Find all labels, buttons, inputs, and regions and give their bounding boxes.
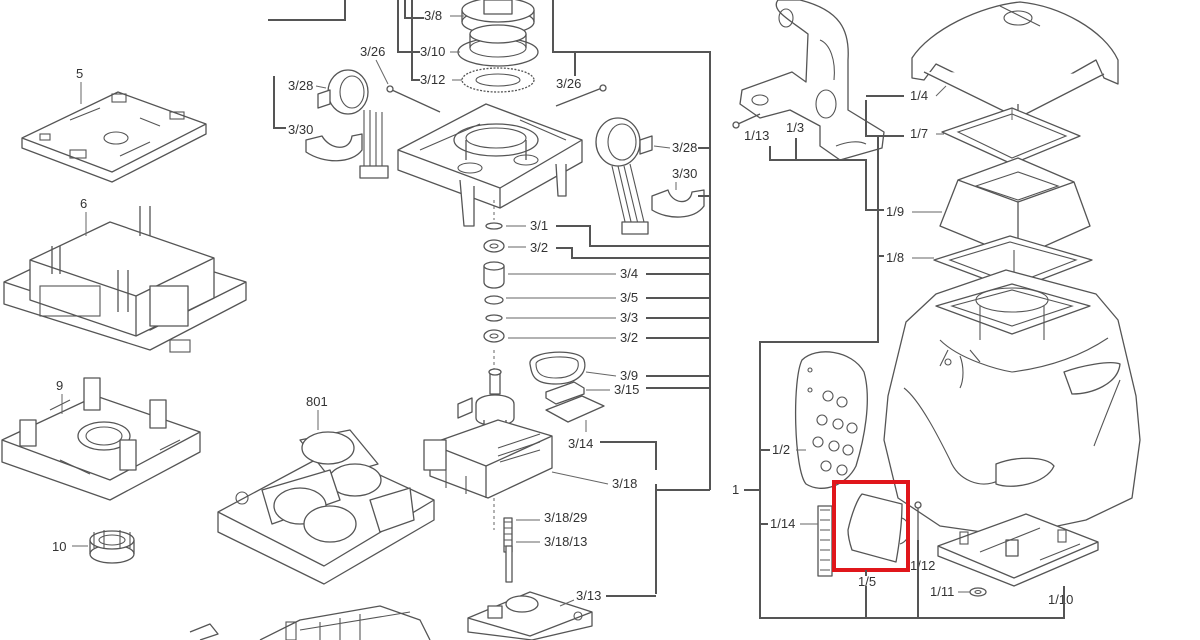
label-5: 5 — [76, 66, 83, 81]
part-801-battery-pack — [217, 429, 435, 585]
highlight-box — [832, 480, 910, 572]
label-1: 1 — [732, 482, 739, 497]
label-1-3: 1/3 — [786, 120, 804, 135]
part-6-base-housing — [3, 206, 247, 353]
part-3-12-gear-ring — [461, 67, 535, 93]
label-1-8: 1/8 — [886, 250, 904, 265]
part-3-10-gear — [457, 24, 539, 67]
part-3-26-pin-right — [555, 84, 607, 107]
part-3-18-13-rod — [505, 545, 513, 583]
part-1-14-ribbon — [817, 505, 833, 577]
part-3-14-plate — [545, 395, 605, 423]
part-1-10-main-pcb — [937, 513, 1099, 587]
part-3-3-ring — [485, 314, 503, 322]
label-3-5: 3/5 — [620, 290, 638, 305]
part-5-circuit-board — [21, 91, 207, 183]
label-1-11: 1/11 — [930, 584, 954, 599]
label-3-3: 3/3 — [620, 310, 638, 325]
label-1-2: 1/2 — [772, 442, 790, 457]
label-3-30-right: 3/30 — [672, 166, 697, 181]
label-3-15: 3/15 — [614, 382, 639, 397]
label-3-2-top: 3/2 — [530, 240, 548, 255]
label-3-28-right: 3/28 — [672, 140, 697, 155]
part-3-2-bushing-bottom — [483, 329, 505, 343]
part-3-15-block — [545, 381, 585, 405]
label-3-18-29: 3/18/29 — [544, 510, 587, 525]
label-3-18-13: 3/18/13 — [544, 534, 587, 549]
label-3-2-bottom: 3/2 — [620, 330, 638, 345]
label-3-9: 3/9 — [620, 368, 638, 383]
part-3-4-spring — [483, 261, 505, 289]
label-1-12: 1/12 — [910, 558, 935, 573]
part-1-11-fuse — [969, 587, 987, 597]
label-9: 9 — [56, 378, 63, 393]
label-3-30-left: 3/30 — [288, 122, 313, 137]
part-3-30-clip-right — [651, 189, 705, 218]
label-3-13: 3/13 — [576, 588, 601, 603]
part-3-28-potentiometer-left — [317, 69, 389, 179]
label-1-9: 1/9 — [886, 204, 904, 219]
part-10-ring-nut — [89, 530, 135, 564]
label-3-1: 3/1 — [530, 218, 548, 233]
label-1-13: 1/13 — [744, 128, 769, 143]
part-1-9-boot — [939, 157, 1091, 259]
label-3-28-left: 3/28 — [288, 78, 313, 93]
part-3-2-bushing-top — [483, 239, 505, 253]
label-10: 10 — [52, 539, 66, 554]
part-3-30-clip-left — [305, 133, 363, 162]
label-3-26-right: 3/26 — [556, 76, 581, 91]
label-3-4: 3/4 — [620, 266, 638, 281]
part-bottom-board — [189, 605, 431, 640]
label-3-18: 3/18 — [612, 476, 637, 491]
part-1-7-seal-frame — [941, 107, 1081, 165]
label-1-10: 1/10 — [1048, 592, 1073, 607]
part-9-frame — [1, 377, 201, 501]
part-3-9-belt — [529, 351, 586, 385]
label-3-12: 3/12 — [420, 72, 445, 87]
part-1-12-screw — [914, 501, 922, 540]
label-6: 6 — [80, 196, 87, 211]
part-3-26-pin-left — [386, 85, 441, 113]
part-1-5-window-panel — [847, 493, 910, 563]
label-3-14: 3/14 — [568, 436, 593, 451]
part-3-18-joystick-module — [423, 368, 553, 530]
label-801: 801 — [306, 394, 328, 409]
part-3-28-potentiometer-right — [595, 117, 653, 235]
part-3-gimbal-frame — [397, 103, 583, 227]
part-3-5-ring — [484, 295, 504, 305]
label-3-8: 3/8 — [424, 8, 442, 23]
part-1-4-top-cover — [911, 1, 1119, 119]
part-1-main-housing — [883, 269, 1141, 537]
label-1-5: 1/5 — [858, 574, 876, 589]
label-1-4: 1/4 — [910, 88, 928, 103]
part-1-13-screw — [732, 113, 761, 129]
label-1-14: 1/14 — [770, 516, 795, 531]
part-1-2-keypad — [794, 351, 868, 489]
label-1-7: 1/7 — [910, 126, 928, 141]
label-3-10: 3/10 — [420, 44, 445, 59]
part-3-13-lower-base — [467, 591, 593, 640]
label-3-26-left: 3/26 — [360, 44, 385, 59]
part-3-1-washer — [485, 222, 503, 230]
